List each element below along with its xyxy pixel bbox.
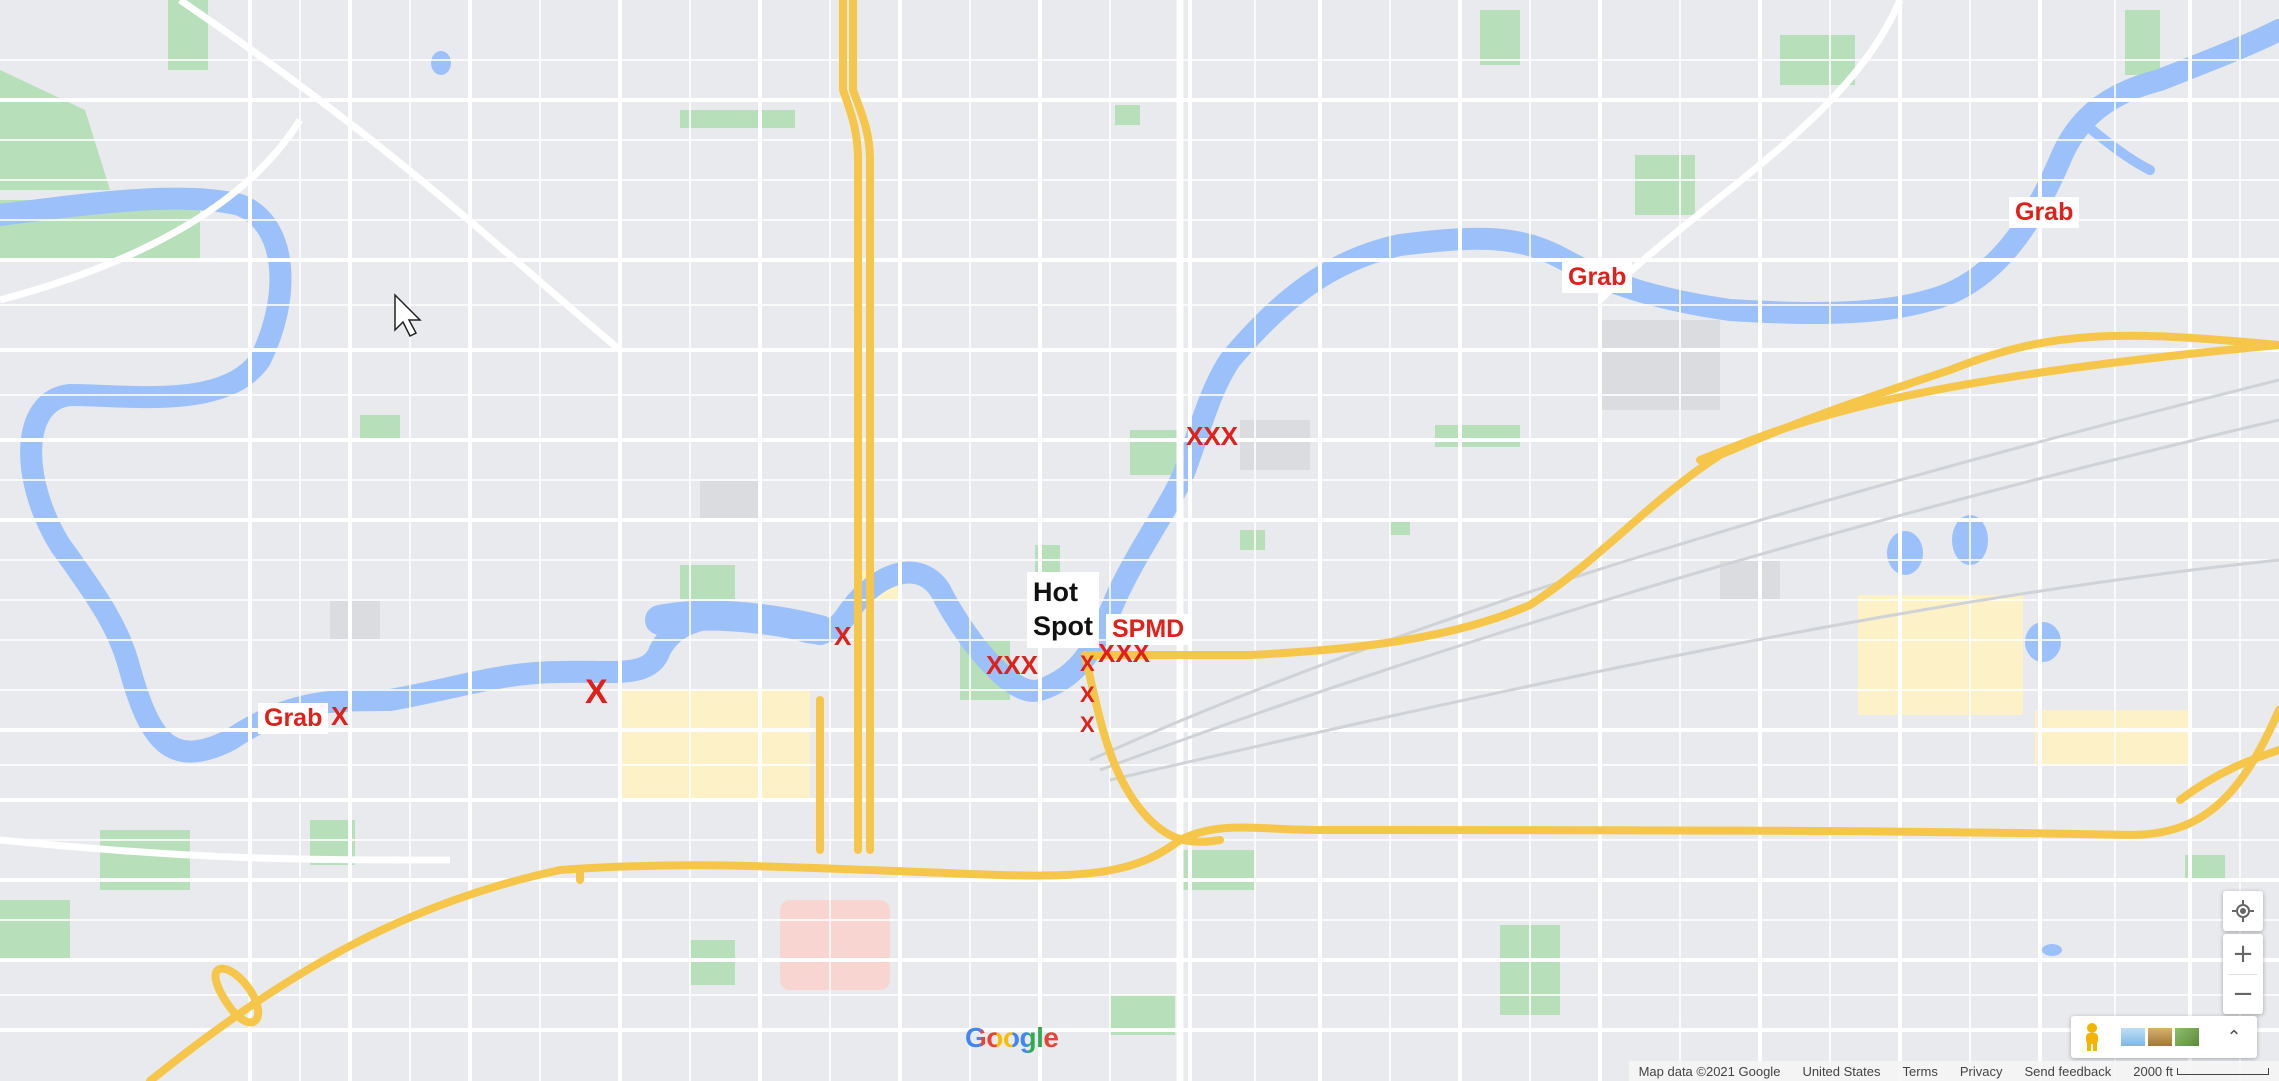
- grab-label-center: Grab: [1562, 262, 1633, 293]
- my-location-button[interactable]: [2223, 891, 2263, 931]
- send-feedback-link[interactable]: Send feedback: [2024, 1063, 2112, 1079]
- zoom-out-button[interactable]: −: [2232, 979, 2254, 1009]
- map-footer: Map data ©2021 Google United States Term…: [1628, 1061, 2279, 1081]
- highways: [146, 0, 2279, 1081]
- google-logo: Google: [965, 1022, 1059, 1054]
- google-logo-text: Google: [965, 1022, 1059, 1053]
- layer-thumbnail-biking[interactable]: [2175, 1028, 2199, 1046]
- map-data-attribution: Map data ©2021 Google: [1638, 1063, 1781, 1079]
- spmd-label: SPMD: [1106, 614, 1191, 645]
- terms-link[interactable]: Terms: [1902, 1063, 1938, 1079]
- red-x-mark-south-2: X: [1080, 682, 1095, 707]
- layer-thumbnail-satellite[interactable]: [2121, 1028, 2145, 1046]
- privacy-link[interactable]: Privacy: [1959, 1063, 2003, 1079]
- country-link[interactable]: United States: [1802, 1063, 1881, 1079]
- expand-layers-button[interactable]: ⌃: [2226, 1026, 2242, 1047]
- red-x-mark-west: X: [331, 701, 349, 731]
- zoom-control: + −: [2223, 934, 2263, 1014]
- red-x-mark-mid-west: X: [585, 673, 608, 711]
- hot-spot-line-1: Hot: [1033, 577, 1078, 607]
- zoom-in-button[interactable]: +: [2232, 939, 2254, 969]
- medical-zone: [780, 900, 890, 990]
- grab-label-east: Grab: [2009, 197, 2080, 228]
- red-x-mark-south-3: X: [1080, 712, 1095, 737]
- pegman-icon[interactable]: [2081, 1022, 2103, 1052]
- red-x-marks-north: XXX: [1186, 421, 1239, 451]
- railways: [1089, 378, 2279, 782]
- mouse-cursor-icon: [394, 293, 422, 338]
- grab-label-west-text: Grab: [264, 704, 323, 732]
- location-target-icon: [2223, 891, 2263, 931]
- grab-label-west: Grab: [258, 703, 329, 734]
- scale-line: [2177, 1067, 2269, 1075]
- scale-label: 2000 ft: [2133, 1063, 2173, 1079]
- red-x-mark-south-1: X: [1080, 651, 1095, 676]
- layers-control: ⌃: [2071, 1016, 2257, 1058]
- zoom-divider: [2229, 974, 2257, 975]
- hot-spot-label: Hot Spot: [1027, 572, 1099, 648]
- arterial-roads: [0, 0, 1904, 1081]
- hot-spot-line-2: Spot: [1033, 610, 1093, 641]
- red-x-mark-monroe: X: [834, 621, 852, 651]
- red-x-marks-center: XXX: [986, 650, 1039, 680]
- layer-thumbnail-terrain[interactable]: [2148, 1028, 2172, 1046]
- scale-bar[interactable]: 2000 ft: [2133, 1064, 2269, 1079]
